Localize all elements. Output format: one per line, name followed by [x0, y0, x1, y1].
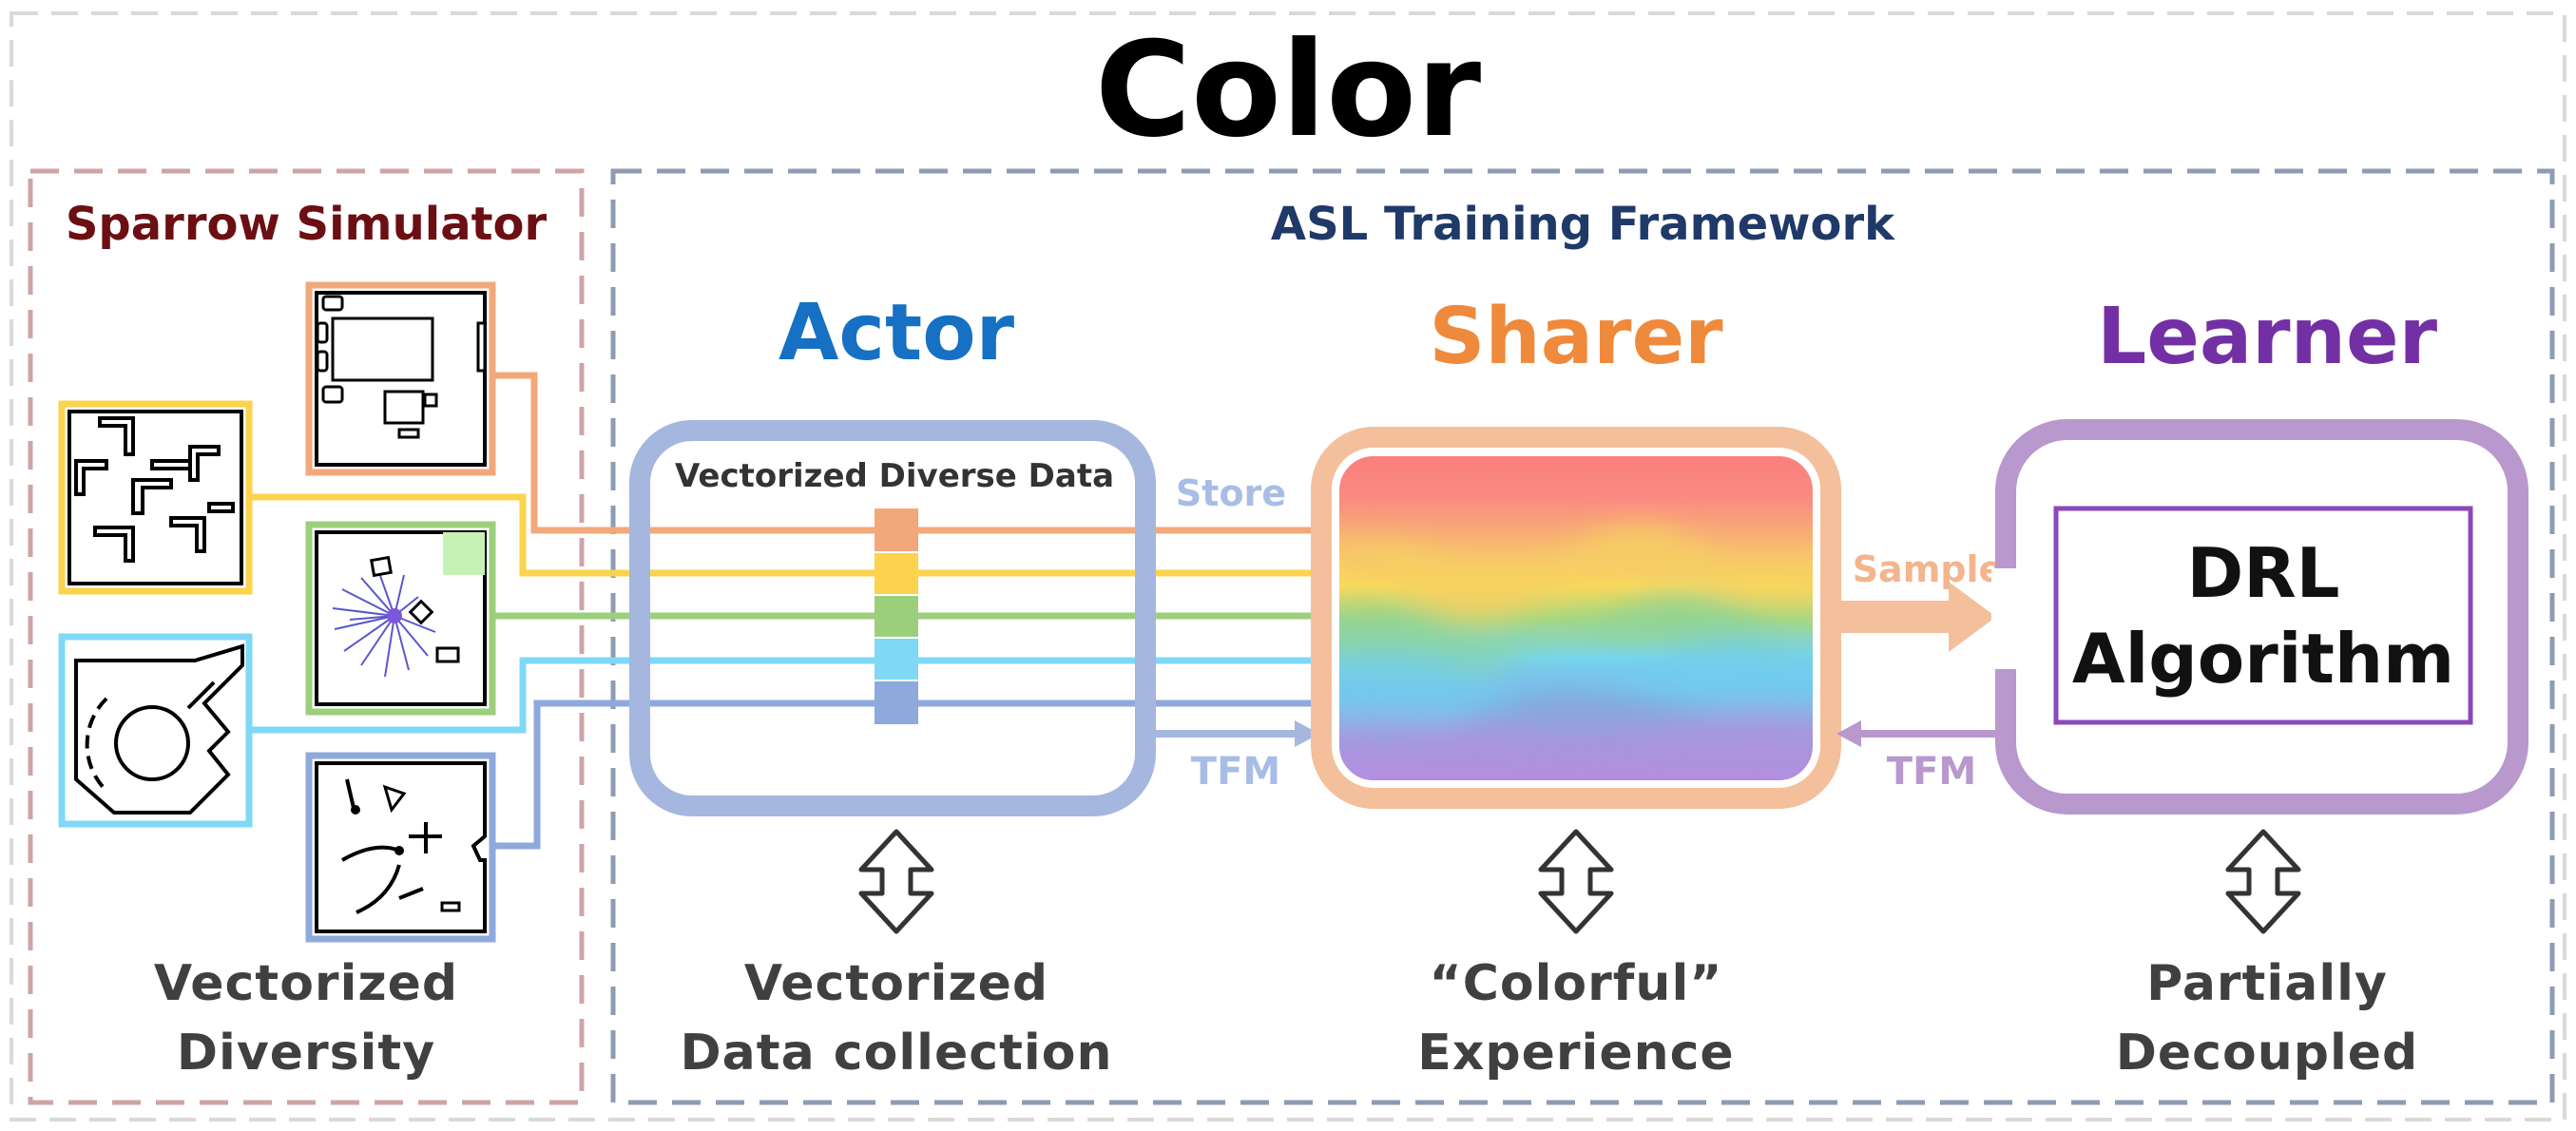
learner-title: Learner: [2097, 292, 2438, 382]
actor-data-cells: [875, 508, 918, 724]
tfm-actor-arrow: [1155, 720, 1319, 747]
stream-orange: [492, 372, 1331, 534]
simulator-frame: [28, 168, 585, 1105]
framework-title: ASL Training Framework: [1271, 198, 1895, 251]
map-cyan: [58, 633, 253, 828]
tfm-learner-arrow: [1836, 673, 2009, 747]
double-arrow-learner: [2225, 829, 2301, 934]
tfm-actor-label: TFM: [1191, 750, 1280, 794]
double-arrow-sharer: [1538, 829, 1614, 934]
stream-blue: [492, 700, 1331, 850]
learner-caption-line1: Partially: [2146, 955, 2388, 1012]
map-orange: [305, 281, 496, 476]
stream-cyan: [249, 657, 1331, 734]
double-arrow-actor: [858, 829, 934, 934]
drl-algorithm-box: [2053, 506, 2473, 725]
actor-caption-line1: Vectorized: [744, 955, 1048, 1012]
simulator-title: Sparrow Simulator: [66, 198, 548, 251]
learner-caption-line2: Decoupled: [2116, 1025, 2419, 1082]
sharer-caption-line2: Experience: [1417, 1025, 1734, 1082]
sample-label: Sample: [1853, 548, 2004, 590]
map-green: [305, 521, 496, 716]
sample-arrow: [1838, 582, 1996, 652]
sharer-title: Sharer: [1429, 292, 1723, 382]
simulator-caption-line1: Vectorized: [154, 955, 458, 1012]
map-blue: [305, 752, 496, 943]
outer-frame: [10, 11, 2566, 1121]
tfm-learner-label: TFM: [1887, 750, 1976, 794]
drl-algorithm-line1: DRL: [2186, 533, 2339, 613]
actor-caption-line2: Data collection: [680, 1025, 1112, 1082]
framework-frame: [610, 168, 2555, 1105]
simulator-caption-line2: Diversity: [177, 1025, 435, 1082]
store-label: Store: [1176, 472, 1286, 514]
sharer-caption-line1: “Colorful”: [1430, 955, 1723, 1012]
drl-algorithm-line2: Algorithm: [2072, 619, 2454, 699]
actor-box: [629, 420, 1156, 816]
learner-box-left-gap: [1991, 568, 2020, 669]
page-title: Color: [1095, 13, 1481, 166]
actor-title: Actor: [779, 288, 1015, 378]
map-yellow: [58, 400, 253, 595]
stream-yellow: [249, 493, 1331, 577]
actor-inner-label: Vectorized Diverse Data: [675, 457, 1114, 495]
sharer-experience-fill: [1337, 454, 1815, 782]
